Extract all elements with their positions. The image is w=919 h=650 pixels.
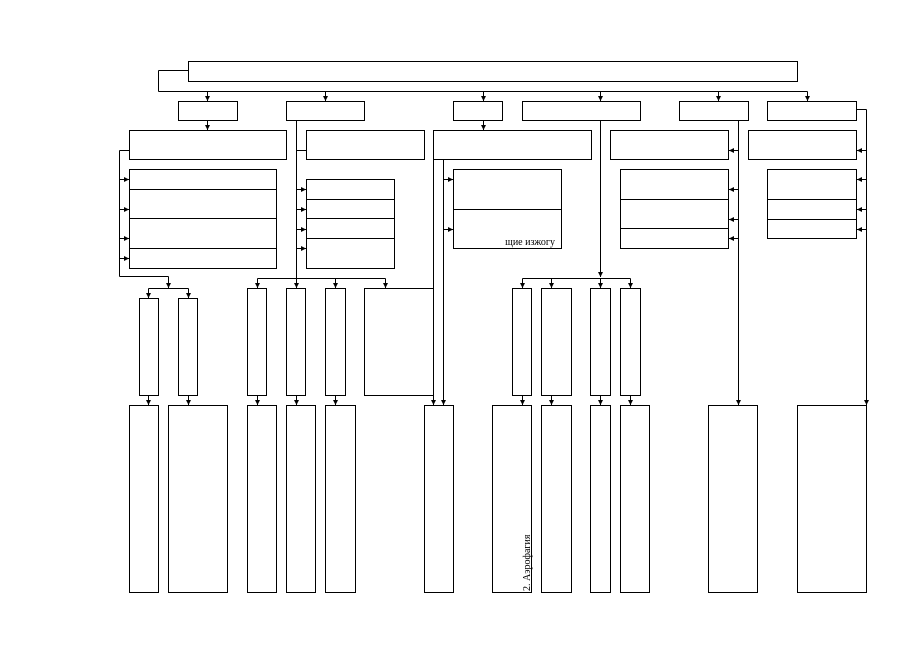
box-l5-12 — [797, 405, 867, 593]
box-l5-2 — [168, 405, 228, 593]
aerophagia-label: 2. Аэрофагия — [522, 534, 533, 591]
box-l4-d4 — [620, 288, 641, 396]
box-l2-2 — [286, 101, 365, 121]
box-l4-d3 — [590, 288, 611, 396]
box-l3-6 — [748, 130, 857, 160]
box-l4-d2 — [541, 288, 572, 396]
box-l5-11 — [708, 405, 758, 593]
box-l4-b2 — [286, 288, 306, 396]
box-l3-5 — [610, 130, 729, 160]
box-l3-2 — [306, 130, 425, 160]
list-box-b — [306, 179, 395, 269]
box-l5-5 — [325, 405, 356, 593]
box-l4-a1 — [139, 298, 159, 396]
heartburn-label: щие изжогу — [505, 237, 555, 248]
box-l4-a2 — [178, 298, 198, 396]
box-l2-5 — [679, 101, 749, 121]
box-l5-10 — [620, 405, 650, 593]
box-l5-1 — [129, 405, 159, 593]
box-l5-4 — [286, 405, 316, 593]
box-l2-1 — [178, 101, 238, 121]
box-l5-3 — [247, 405, 277, 593]
box-l2-6 — [767, 101, 857, 121]
box-l4-b3 — [325, 288, 346, 396]
box-l4-d1 — [512, 288, 532, 396]
box-l5-8 — [541, 405, 572, 593]
box-l2-4 — [522, 101, 641, 121]
box-l5-6 — [424, 405, 454, 593]
box-root — [188, 61, 798, 82]
list-box-f — [767, 169, 857, 239]
box-l4-b1 — [247, 288, 267, 396]
box-l5-9 — [590, 405, 611, 593]
box-l3-3 — [433, 130, 592, 160]
box-l3-1 — [129, 130, 287, 160]
box-l4-b4 — [364, 288, 434, 396]
list-box-e — [620, 169, 729, 249]
box-l2-3 — [453, 101, 503, 121]
box-l5-aerophagia — [492, 405, 532, 593]
